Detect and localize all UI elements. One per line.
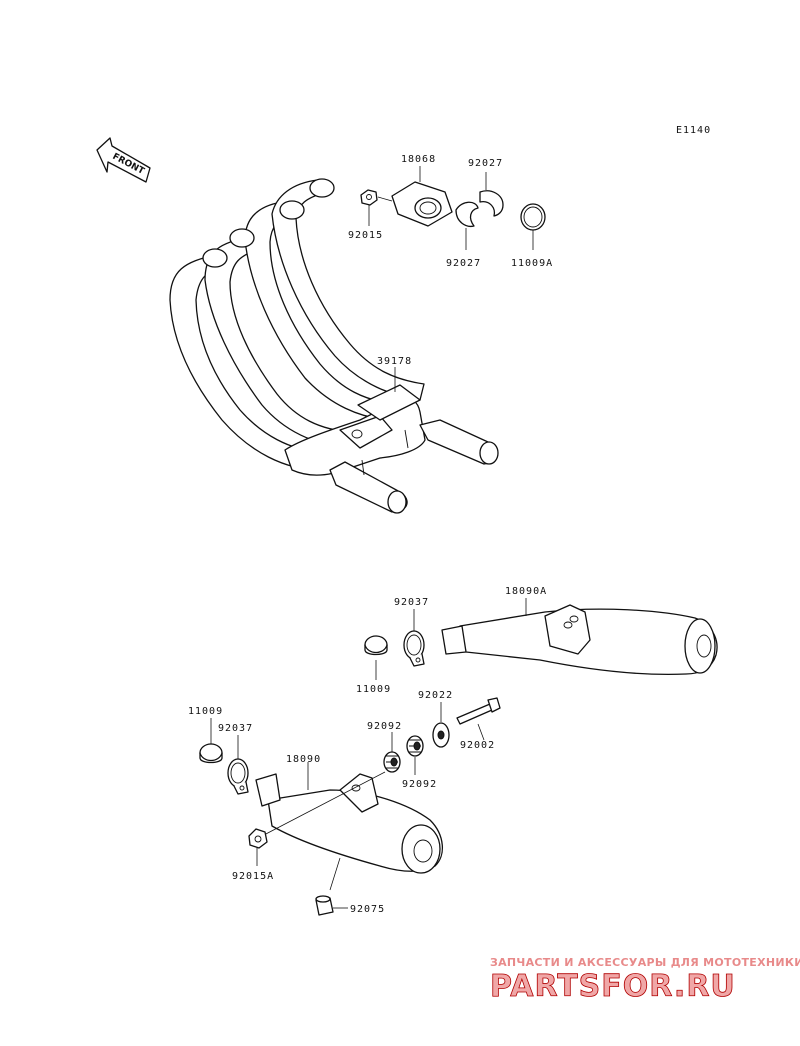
label-92015: 92015 — [348, 230, 383, 241]
gasket-11009-upper — [364, 635, 388, 680]
nut-92015A — [248, 828, 268, 866]
label-92092-left: 92092 — [367, 721, 402, 732]
clamp-92037-upper — [403, 609, 425, 667]
label-11009-lower: 11009 — [188, 706, 223, 717]
diagram-code: E1140 — [676, 125, 711, 136]
label-92015A: 92015A — [232, 871, 274, 882]
cap-92075 — [315, 895, 348, 916]
nut-92015 — [360, 189, 378, 226]
split-keeper-92027-top — [479, 172, 504, 217]
label-18090: 18090 — [286, 754, 321, 765]
label-18090A: 18090A — [505, 586, 547, 597]
grommet-92092-left — [383, 732, 401, 773]
label-92027-top: 92027 — [468, 158, 503, 169]
muffler-18090A — [441, 598, 718, 676]
label-92002: 92002 — [460, 740, 495, 751]
label-11009-upper: 11009 — [356, 684, 391, 695]
header-pipes-39178 — [169, 178, 499, 514]
label-92075: 92075 — [350, 904, 385, 915]
label-18068: 18068 — [401, 154, 436, 165]
label-92037-upper: 92037 — [394, 597, 429, 608]
label-92022: 92022 — [418, 690, 453, 701]
front-arrow-icon: FRONT — [96, 137, 151, 183]
gasket-11009-lower — [199, 718, 223, 764]
watermark-tagline: ЗАПЧАСТИ И АКСЕССУАРЫ ДЛЯ МОТОТЕХНИКИ — [490, 956, 800, 969]
grommet-92092-right — [406, 735, 424, 775]
gasket-11009A — [520, 203, 546, 250]
clamp-92037-lower — [227, 735, 249, 795]
watermark-logo: PARTSFOR.RU — [490, 969, 736, 1004]
label-92092-right: 92092 — [402, 779, 437, 790]
washer-92022 — [432, 702, 450, 748]
bolt-92002 — [456, 697, 501, 741]
label-92037-lower: 92037 — [218, 723, 253, 734]
label-11009A: 11009A — [511, 258, 553, 269]
flange-18068 — [377, 166, 453, 227]
split-keeper-92027-bottom — [455, 201, 479, 250]
label-39178: 39178 — [377, 356, 412, 367]
label-92027-bottom: 92027 — [446, 258, 481, 269]
muffler-18090 — [255, 762, 443, 891]
